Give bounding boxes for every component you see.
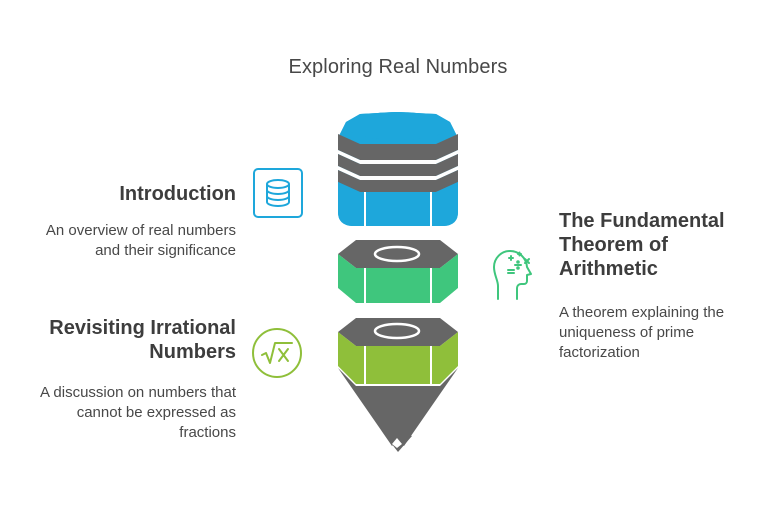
top-segment-blue: [338, 112, 458, 226]
introduction-desc-line: An overview of real numbers: [45, 222, 236, 239]
fundamental-heading: The Fundamental Theorem of Arithmetic: [559, 209, 725, 281]
fundamental-heading-line: Arithmetic: [559, 258, 658, 280]
introduction-desc-line: and their significance: [95, 242, 236, 259]
irrational-desc-line: fractions: [179, 424, 236, 441]
irrational-desc-line: A discussion on numbers that: [40, 384, 236, 401]
fundamental-description: A theorem explaining the uniqueness of p…: [559, 303, 724, 363]
introduction-description: An overview of real numbers and their si…: [46, 221, 236, 261]
square-root-icon: [251, 327, 303, 379]
bottom-segment-lime: [338, 318, 458, 384]
middle-segment-green: [338, 240, 458, 303]
irrational-heading-line: Revisiting Irrational: [49, 317, 236, 339]
irrational-heading-line: Numbers: [149, 341, 236, 363]
fundamental-desc-line: uniqueness of prime: [559, 324, 695, 341]
pencil-tip: [338, 368, 458, 452]
irrational-heading: Revisiting Irrational Numbers: [49, 316, 236, 364]
database-icon: [252, 167, 304, 219]
fundamental-desc-line: factorization: [559, 344, 640, 361]
fundamental-desc-line: A theorem explaining the: [559, 304, 725, 321]
math-mind-icon: [488, 244, 546, 302]
page-title: Exploring Real Numbers: [288, 56, 508, 78]
introduction-heading: Introduction: [119, 183, 236, 205]
irrational-description: A discussion on numbers that cannot be e…: [40, 383, 236, 443]
fundamental-heading-line: Theorem of: [559, 234, 668, 256]
fundamental-heading-line: The Fundamental: [559, 210, 725, 232]
stacked-diagram: [338, 112, 458, 452]
irrational-desc-line: cannot be expressed as: [76, 404, 236, 421]
